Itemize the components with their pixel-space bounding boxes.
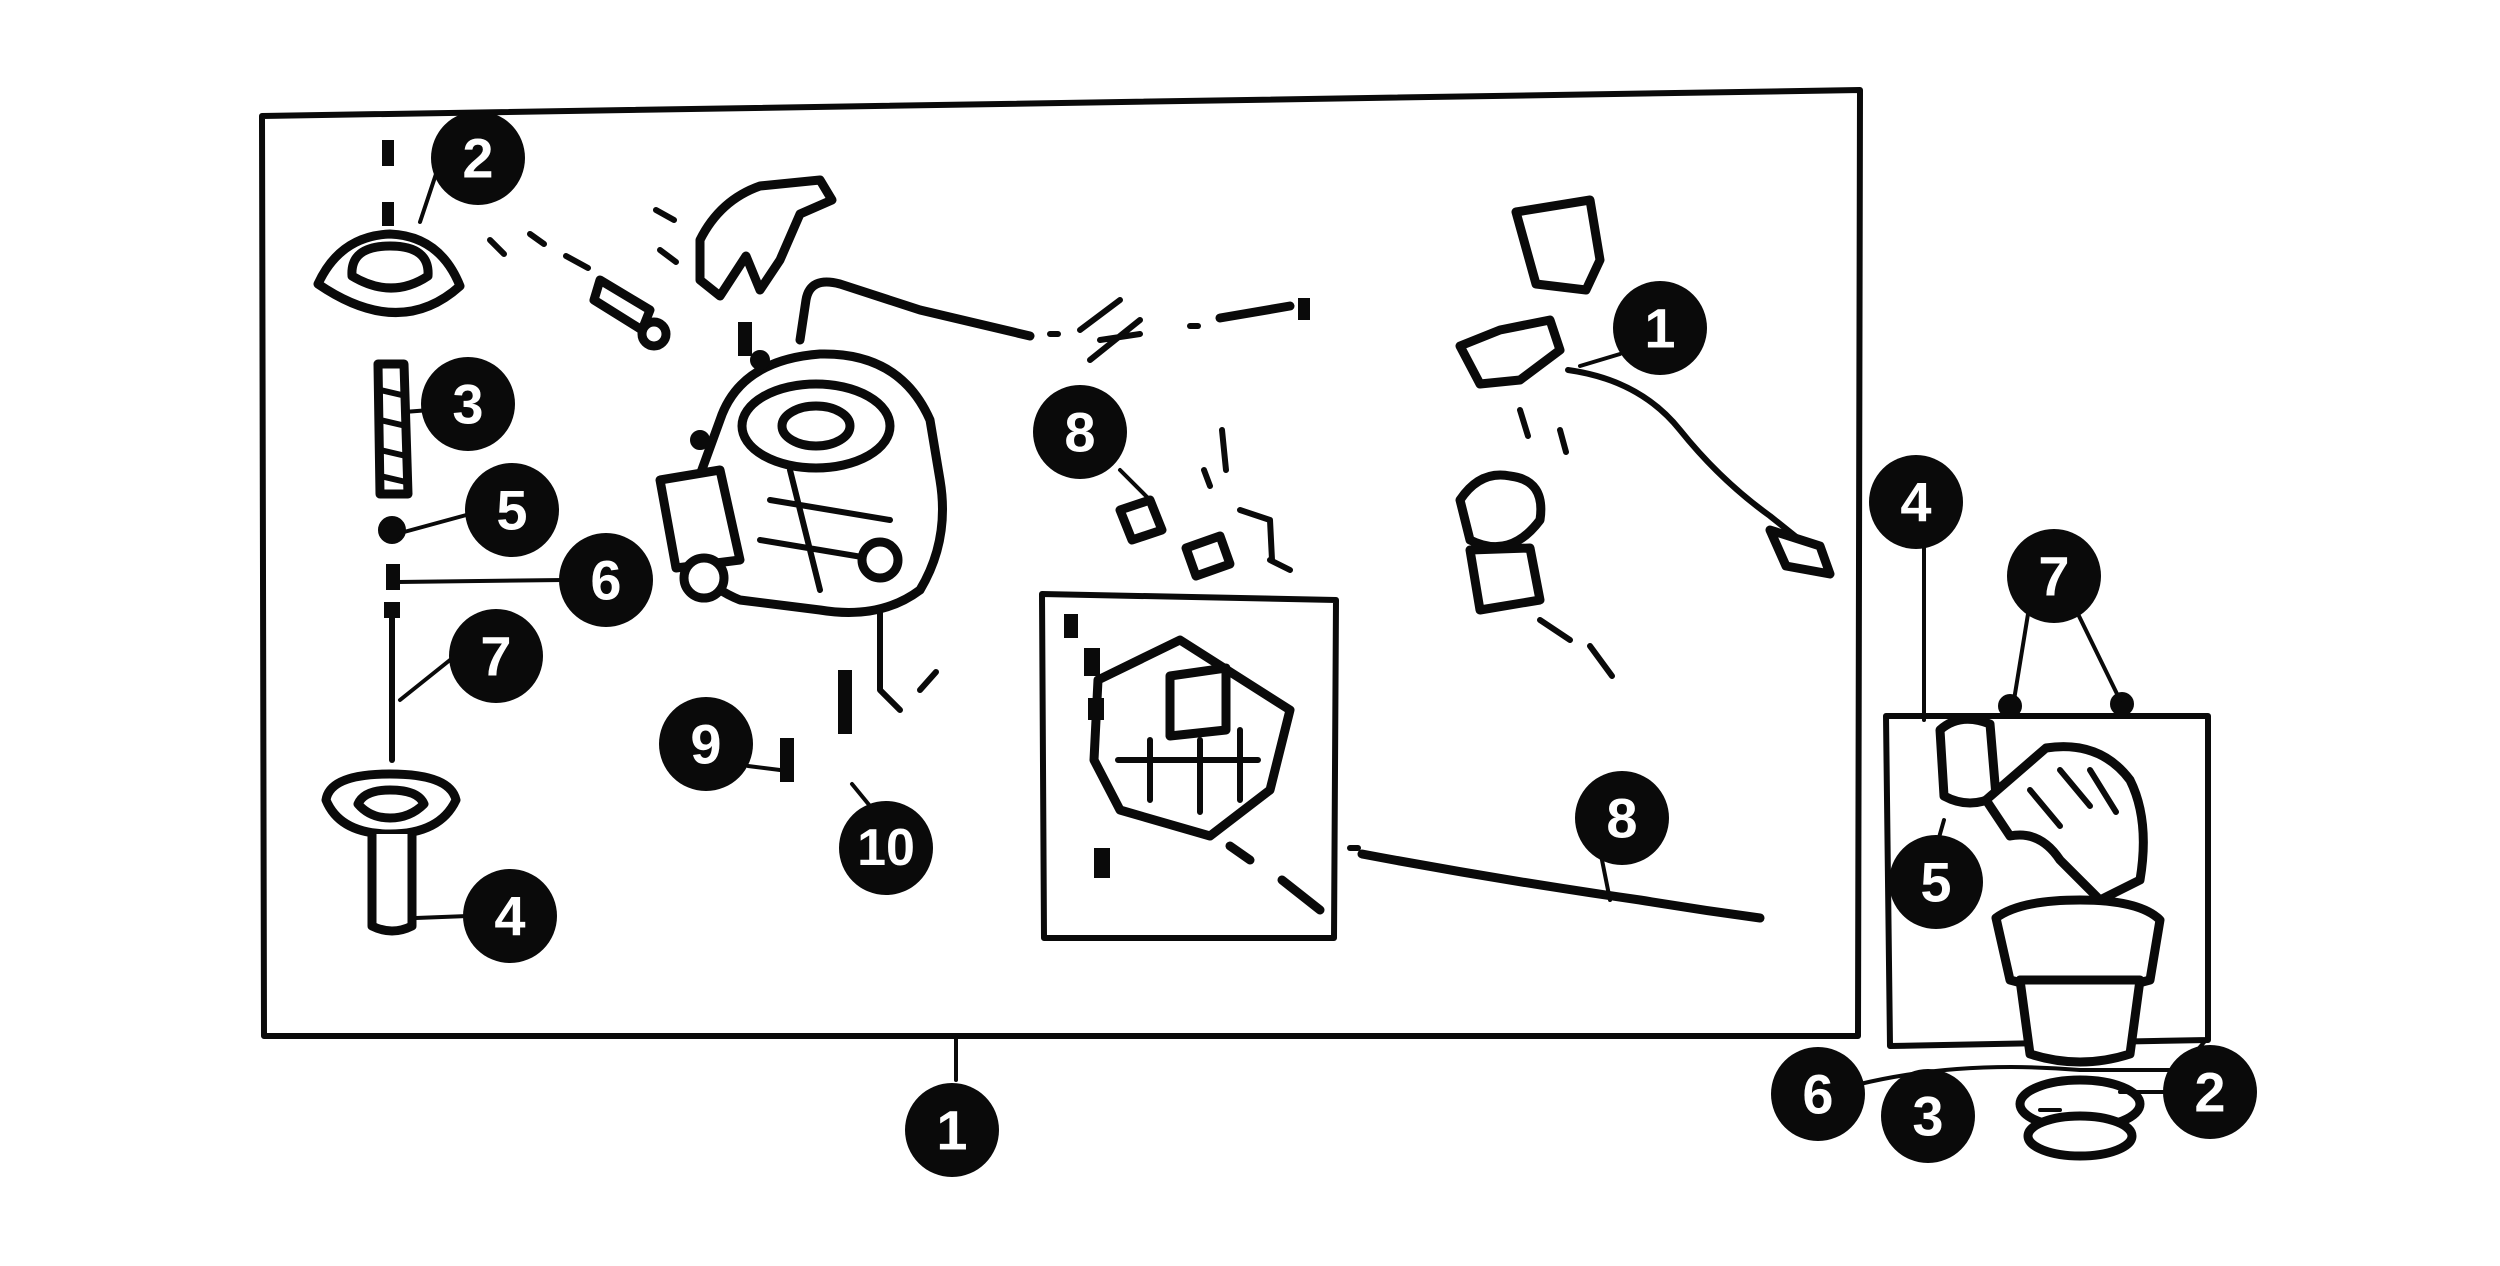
callout-2: 2 <box>431 111 525 205</box>
svg-text:4: 4 <box>494 885 525 948</box>
svg-text:1: 1 <box>936 1099 967 1162</box>
callout-8-lower: 8 <box>1575 771 1669 865</box>
callout-5: 5 <box>465 463 559 557</box>
side-callout-4: 4 <box>1869 455 1963 549</box>
side-callout-2: 2 <box>2163 1045 2257 1139</box>
throttle-bracket-part <box>695 175 837 301</box>
svg-text:4: 4 <box>1900 471 1931 534</box>
callout-10: 10 <box>839 801 933 895</box>
svg-text:8: 8 <box>1606 787 1637 850</box>
svg-text:3: 3 <box>1912 1085 1943 1148</box>
callout-1-top: 1 <box>1613 281 1707 375</box>
callout-8-upper: 8 <box>1033 385 1127 479</box>
intake-manifold-part <box>1935 692 2165 1161</box>
callout-9: 9 <box>659 697 753 791</box>
svg-text:7: 7 <box>480 625 511 688</box>
svg-text:2: 2 <box>2194 1061 2225 1124</box>
fuel-hose-top-part <box>795 277 1310 363</box>
svg-text:8: 8 <box>1064 401 1095 464</box>
svg-text:1: 1 <box>1644 297 1675 360</box>
side-callout-3: 3 <box>1881 1069 1975 1163</box>
needle-clip-part <box>378 516 406 590</box>
side-callout-5: 5 <box>1889 835 1983 929</box>
screws-top-part <box>487 207 679 351</box>
callout-4: 4 <box>463 869 557 963</box>
side-callout-6: 6 <box>1771 1047 1865 1141</box>
svg-text:6: 6 <box>1802 1063 1833 1126</box>
callout-7: 7 <box>449 609 543 703</box>
diaphragm-cover-part <box>313 140 465 317</box>
side-callout-7: 7 <box>2007 529 2101 623</box>
float-bowl-subframe <box>1039 591 1339 941</box>
spring-part <box>373 359 413 499</box>
drain-hose-part <box>1347 845 1765 923</box>
main-assembly-frame <box>259 87 1863 1039</box>
float-bowl-part <box>1064 614 1325 915</box>
vacuum-piston-part <box>321 769 461 936</box>
svg-text:9: 9 <box>690 713 721 776</box>
svg-text:6: 6 <box>590 549 621 612</box>
svg-text:2: 2 <box>462 127 493 190</box>
svg-text:7: 7 <box>2038 545 2069 608</box>
svg-text:5: 5 <box>1920 851 1951 914</box>
small-fittings-part <box>690 322 1293 782</box>
svg-text:3: 3 <box>452 373 483 436</box>
callout-1-bottom: 1 <box>905 1083 999 1177</box>
jet-needle-part <box>384 602 400 763</box>
carburetor-body-part <box>655 349 947 617</box>
svg-text:5: 5 <box>496 479 527 542</box>
svg-text:10: 10 <box>857 819 915 877</box>
callout-3: 3 <box>421 357 515 451</box>
callout-6: 6 <box>559 533 653 627</box>
choke-cable-part <box>1455 195 1835 679</box>
